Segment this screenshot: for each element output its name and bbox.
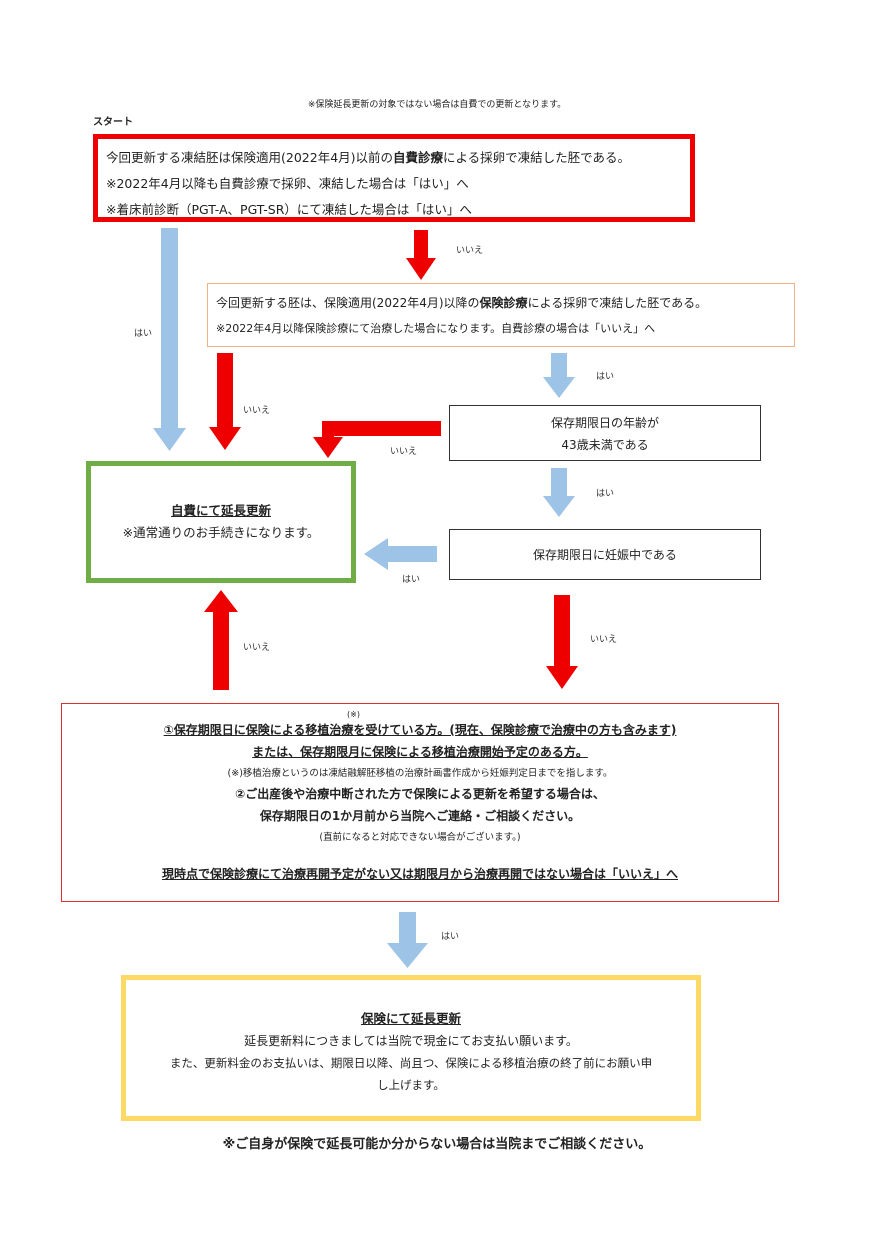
label-box1-no: いいえ — [456, 246, 484, 256]
arrow-box3-yes — [543, 468, 575, 517]
question-box-age: 保存期限日の年齢が 43歳未満である — [449, 405, 761, 461]
insurance-line2: また、更新料金のお支払いは、期限日以降、尚且つ、保険による移植治療の終了前にお願… — [169, 1056, 653, 1070]
condition-2: ②ご出産後や治療中断された方で保険による更新を希望する場合は、 — [235, 787, 605, 801]
start-label: スタート — [93, 117, 133, 128]
box1-line1: 今回更新する凍結胚は保険適用(2022年4月)以前の自費診療による採卵で凍結した… — [106, 150, 631, 165]
label-box3-no: いいえ — [390, 447, 418, 457]
label-conditions-no: いいえ — [243, 643, 271, 653]
result-box-self-pay: 自費にて延長更新 ※通常通りのお手続きになります。 — [86, 461, 356, 583]
arrow-box4-yes — [364, 538, 437, 570]
question-box-insurance-origin: 今回更新する胚は、保険適用(2022年4月)以降の保険診療による採卵で凍結した胚… — [207, 283, 795, 347]
label-conditions-yes: はい — [441, 932, 460, 942]
arrow-box1-yes — [153, 228, 186, 451]
conditions-box: (※) ①保存期限日に保険による移植治療を受けている方。(現在、保険診療で治療中… — [61, 703, 779, 902]
arrow-box3-no — [313, 421, 441, 458]
question-box-self-pay-origin: 今回更新する凍結胚は保険適用(2022年4月)以前の自費診療による採卵で凍結した… — [93, 134, 695, 222]
insurance-line3: し上げます。 — [377, 1078, 445, 1092]
label-box4-no: いいえ — [590, 635, 618, 645]
arrow-conditions-yes — [387, 912, 428, 968]
condition-1: ①保存期限日に保険による移植治療を受けている方。(現在、保険診療で治療中の方も含… — [163, 723, 677, 737]
condition-2-contact: 保存期限日の1か月前から当院へご連絡・ご相談ください。 — [259, 809, 581, 823]
question-box-pregnant: 保存期限日に妊娠中である — [449, 529, 761, 580]
result-box-insurance: 保険にて延長更新 延長更新料につきましては当院で現金にてお支払い願います。 また… — [121, 975, 701, 1121]
box1-line3: ※着床前診断（PGT-A、PGT-SR）にて凍結した場合は「はい」へ — [106, 202, 472, 217]
top-note: ※保険延長更新の対象ではない場合は自費での更新となります。 — [307, 100, 567, 110]
insurance-title: 保険にて延長更新 — [360, 1011, 461, 1026]
arrow-box1-no — [406, 230, 436, 280]
self-pay-title: 自費にて延長更新 — [170, 503, 271, 518]
condition-2-note: (直前になると対応できない場合がございます。) — [319, 832, 521, 843]
box2-line2: ※2022年4月以降保険診療にて治療した場合になります。自費診療の場合は「いいえ… — [216, 322, 656, 335]
footnote-mark: (※) — [347, 710, 360, 719]
box3-line1: 保存期限日の年齢が — [550, 416, 659, 430]
self-pay-note: ※通常通りのお手続きになります。 — [122, 525, 320, 540]
box2-line1: 今回更新する胚は、保険適用(2022年4月)以降の保険診療による採卵で凍結した胚… — [216, 296, 708, 310]
box4-line1: 保存期限日に妊娠中である — [533, 548, 677, 562]
condition-1-alt: または、保存期限月に保険による移植治療開始予定のある方。 — [252, 745, 588, 759]
bottom-note: ※ご自身が保険で延長可能か分からない場合は当院までご相談ください。 — [222, 1137, 652, 1152]
insurance-line1: 延長更新料につきましては当院で現金にてお支払い願います。 — [244, 1034, 578, 1048]
box3-line2: 43歳未満である — [561, 438, 649, 452]
label-box1-yes: はい — [134, 329, 153, 339]
label-box3-yes: はい — [596, 489, 615, 499]
label-box2-no: いいえ — [243, 406, 271, 416]
box1-line2: ※2022年4月以降も自費診療で採卵、凍結した場合は「はい」へ — [106, 176, 469, 191]
arrow-box2-yes — [543, 353, 575, 398]
arrow-box2-no — [209, 353, 241, 450]
arrow-conditions-no — [204, 590, 238, 690]
arrow-box4-no — [546, 595, 578, 689]
label-box4-yes: はい — [402, 575, 421, 585]
condition-none: 現時点で保険診療にて治療再開予定がない又は期限月から治療再開ではない場合は「いい… — [161, 867, 678, 881]
condition-footnote: (※)移植治療というのは凍結融解胚移植の治療計画書作成から妊娠判定日までを指しま… — [227, 768, 613, 779]
label-box2-yes: はい — [596, 372, 615, 382]
